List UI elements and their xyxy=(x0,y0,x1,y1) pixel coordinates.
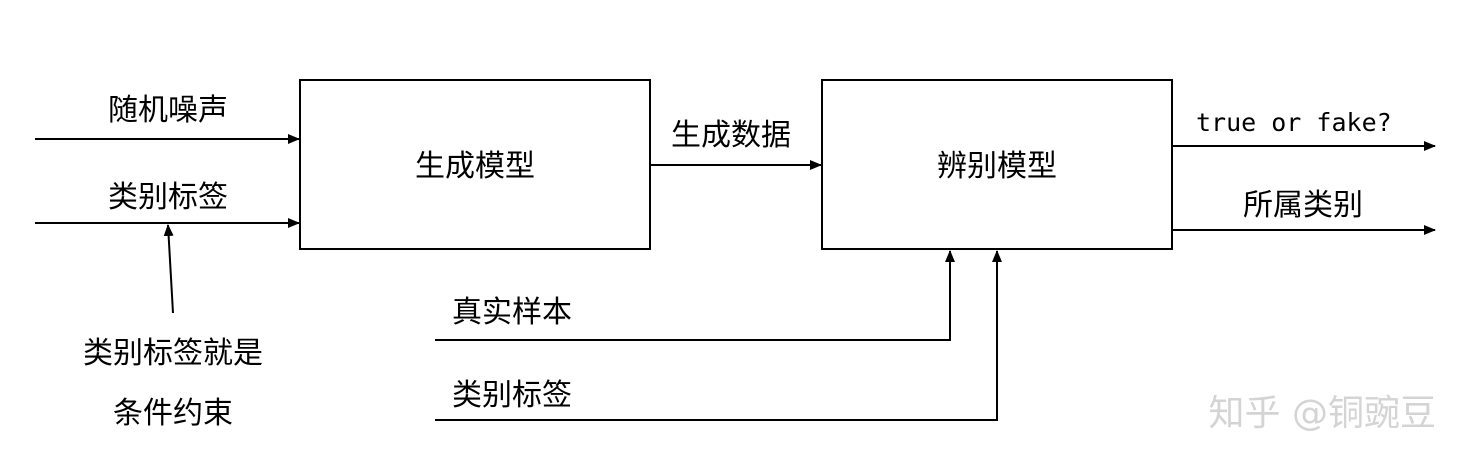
generated-data-label: 生成数据 xyxy=(671,118,791,153)
annotation-arrow xyxy=(163,224,174,314)
class-label-input-label: 类别标签 xyxy=(108,180,228,215)
annotation-line-2: 条件约束 xyxy=(113,396,233,431)
disc-class-label-label: 类别标签 xyxy=(452,378,572,413)
generator-label: 生成模型 xyxy=(415,149,535,184)
discriminator-box xyxy=(821,79,1173,250)
discriminator-label: 辨别模型 xyxy=(937,149,1057,184)
true-or-fake-label: true or fake? xyxy=(1196,108,1392,137)
noise-input-label: 随机噪声 xyxy=(108,93,228,128)
disc-class-label-arrow xyxy=(435,250,1002,421)
watermark: 知乎 @铜豌豆 xyxy=(1209,393,1436,434)
annotation-line-1: 类别标签就是 xyxy=(83,336,263,371)
generator-box xyxy=(299,79,651,250)
category-output-label: 所属类别 xyxy=(1243,188,1363,223)
real-samples-label: 真实样本 xyxy=(452,295,572,330)
real-samples-arrow xyxy=(435,250,955,341)
